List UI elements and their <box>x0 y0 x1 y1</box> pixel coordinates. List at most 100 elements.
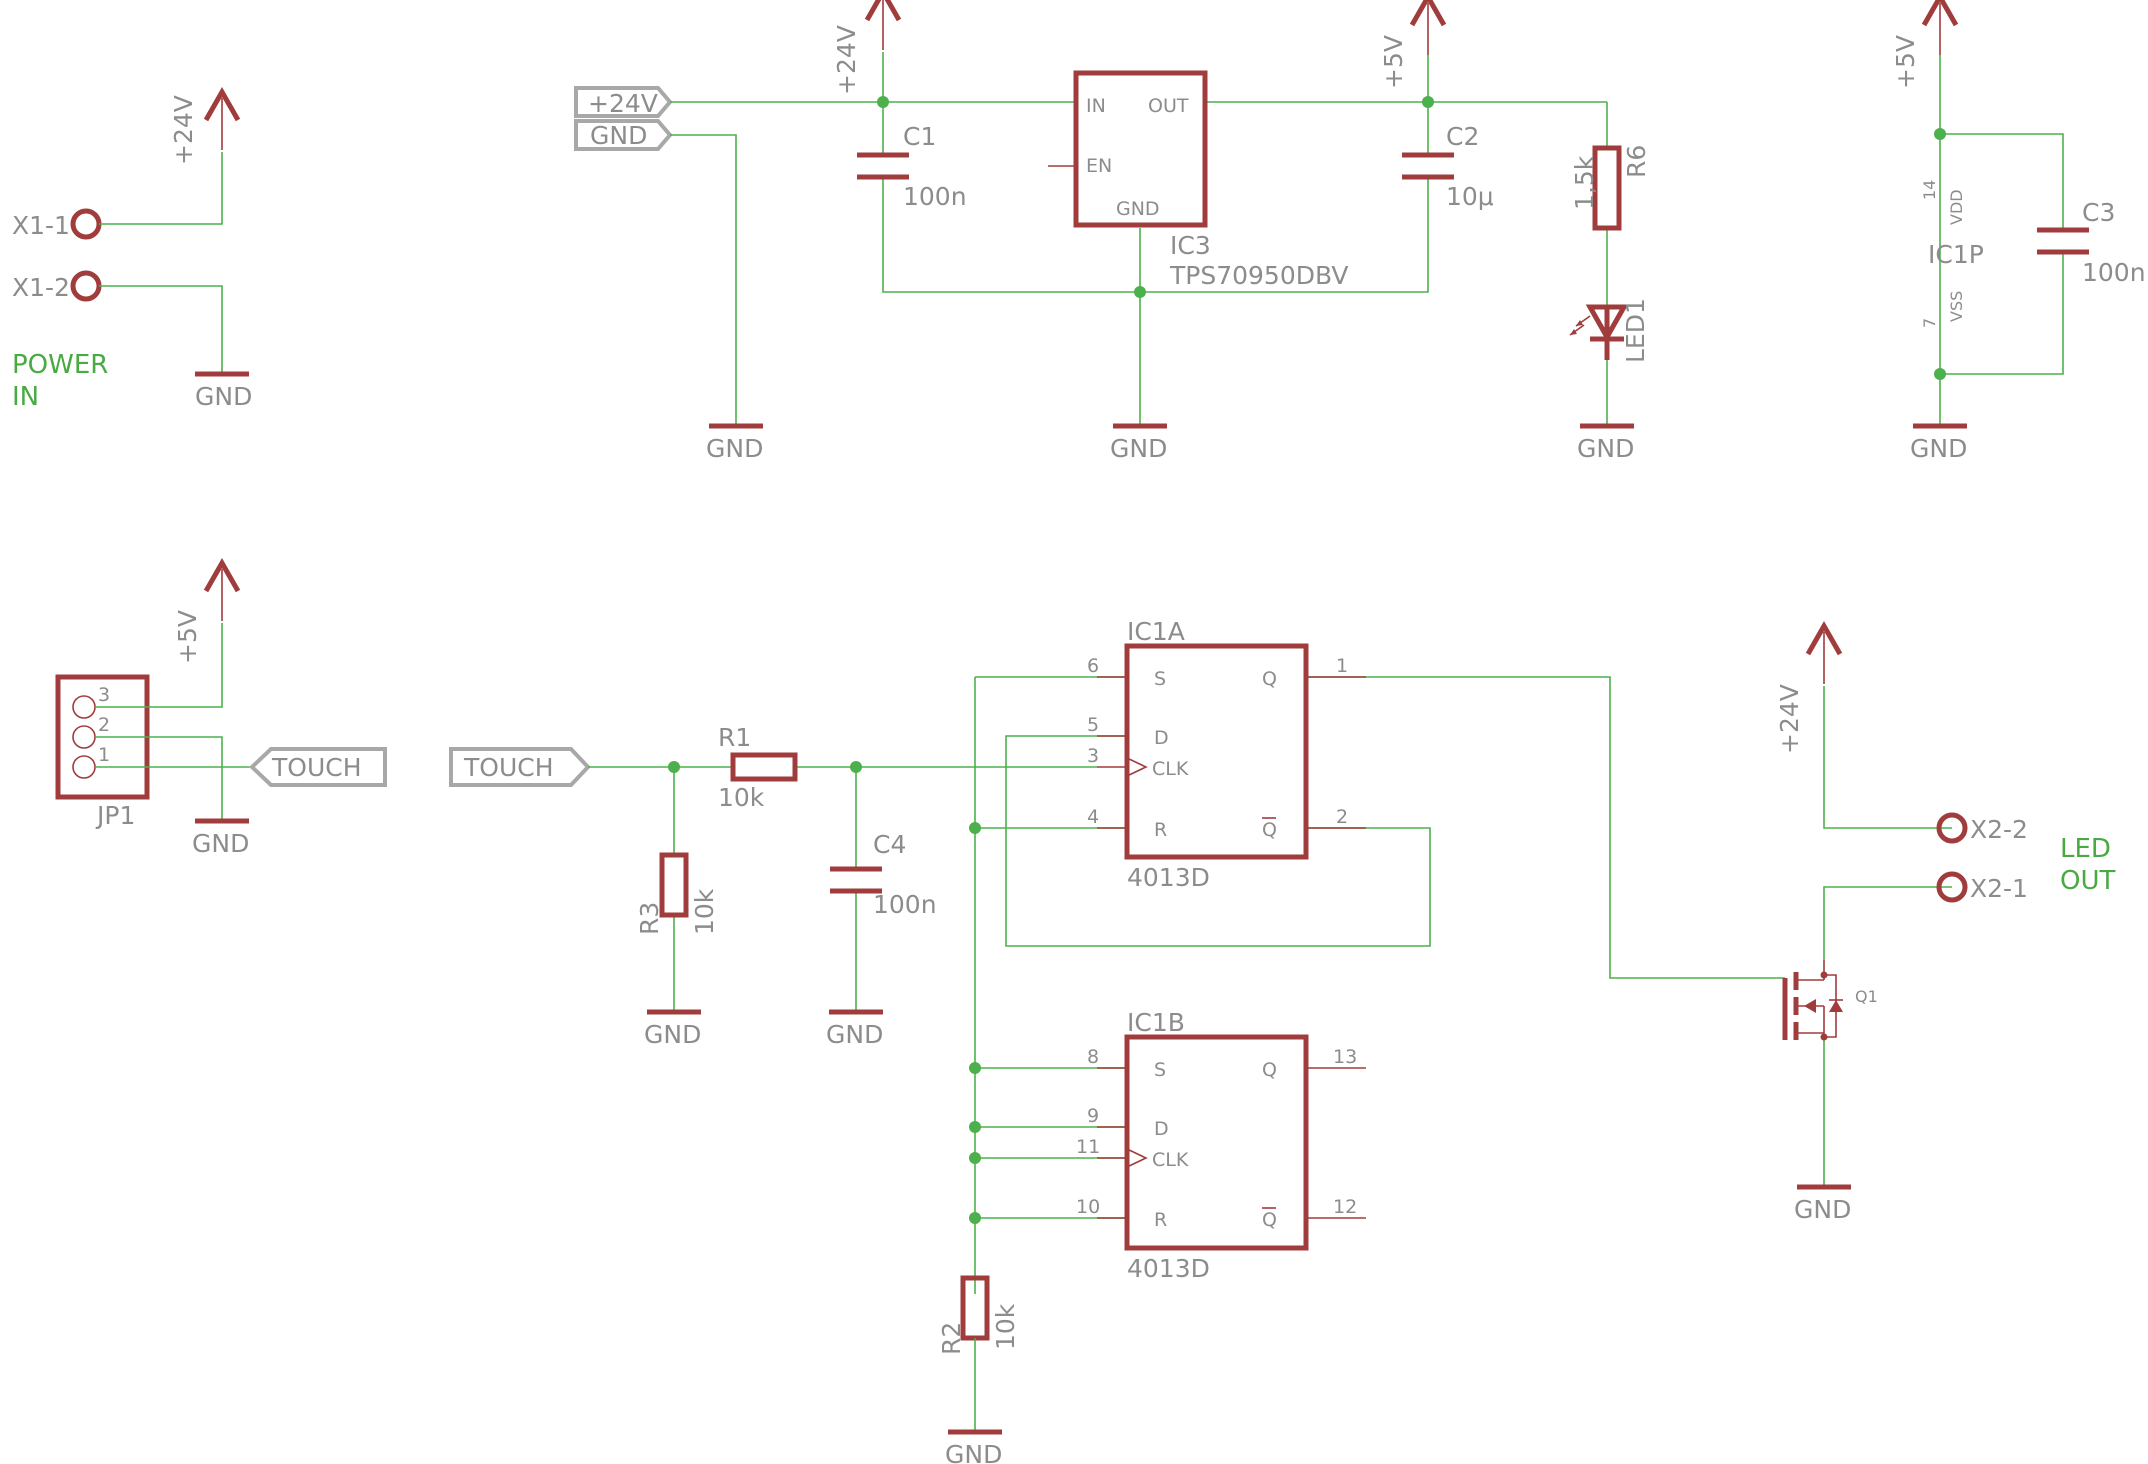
capacitor-c1[interactable]: C1 100n <box>857 122 967 211</box>
svg-text:GND: GND <box>706 434 763 463</box>
svg-text:+24V: +24V <box>588 89 658 118</box>
svg-text:VDD: VDD <box>1947 189 1966 225</box>
svg-text:2: 2 <box>98 714 110 736</box>
svg-text:GND: GND <box>826 1020 883 1049</box>
svg-text:2: 2 <box>1336 806 1348 828</box>
svg-text:TOUCH: TOUCH <box>463 753 554 782</box>
svg-text:EN: EN <box>1086 155 1112 177</box>
svg-text:GND: GND <box>1794 1195 1851 1224</box>
svg-text:4013D: 4013D <box>1127 863 1210 892</box>
svg-text:3: 3 <box>98 684 110 706</box>
svg-text:VSS: VSS <box>1947 291 1966 322</box>
net-label-touch-right[interactable]: TOUCH <box>449 747 591 787</box>
svg-text:GND: GND <box>192 829 249 858</box>
flipflop-ic1a[interactable]: 6 5 3 4 1 2 S D CLK R Q Q IC1A 4013D <box>1087 617 1366 892</box>
svg-text:Q: Q <box>1262 819 1277 841</box>
svg-text:10k: 10k <box>718 783 765 812</box>
svg-text:R2: R2 <box>937 1322 966 1355</box>
ground-symbol: GND <box>1577 426 1634 463</box>
svg-text:+5V: +5V <box>173 610 202 664</box>
svg-text:CLK: CLK <box>1152 1149 1189 1171</box>
header-jp1[interactable]: 3 2 1 JP1 <box>55 674 150 830</box>
supply-5v-symbol: +5V <box>173 563 238 664</box>
flipflop-section: TOUCH R1 10k R3 10k C4 100n GND GND <box>449 617 1785 1464</box>
svg-text:S: S <box>1154 668 1166 690</box>
svg-text:GND: GND <box>644 1020 701 1049</box>
x1-1-label: X1-1 <box>12 211 70 240</box>
connector-x2-1[interactable]: X2-1 <box>1936 871 2028 903</box>
ground-symbol: GND <box>706 426 763 463</box>
supply-24v-symbol: +24V <box>832 0 899 95</box>
svg-text:13: 13 <box>1333 1046 1357 1068</box>
net-label-24v[interactable]: +24V <box>574 86 673 118</box>
svg-text:C1: C1 <box>903 122 936 151</box>
svg-text:TOUCH: TOUCH <box>271 753 362 782</box>
touch-header-section: 3 2 1 JP1 +5V GND TOUCH <box>55 563 387 858</box>
svg-text:S: S <box>1154 1059 1166 1081</box>
led-out-note: LED <box>2060 834 2111 864</box>
svg-text:IC3: IC3 <box>1170 231 1211 260</box>
svg-text:GND: GND <box>1116 198 1160 220</box>
capacitor-c3[interactable]: C3 100n <box>2037 198 2146 287</box>
svg-text:D: D <box>1154 727 1169 749</box>
svg-text:CLK: CLK <box>1152 758 1189 780</box>
svg-text:IC1P: IC1P <box>1928 240 1984 269</box>
svg-text:JP1: JP1 <box>95 801 135 830</box>
svg-text:6: 6 <box>1087 655 1099 677</box>
ground-symbol: GND <box>195 374 252 411</box>
capacitor-c2[interactable]: C2 10μ <box>1402 122 1494 211</box>
power-in-section: X1-1 X1-2 +24V GND POWER IN <box>12 92 252 412</box>
svg-text:OUT: OUT <box>1148 95 1189 117</box>
svg-text:LED1: LED1 <box>1621 298 1650 363</box>
ground-symbol: GND <box>945 1432 1002 1464</box>
svg-text:12: 12 <box>1333 1196 1357 1218</box>
regulator-section: +24V GND +24V +5V C1 100n IN OUT EN GND … <box>574 0 1651 463</box>
regulator-ic3[interactable]: IN OUT EN GND IC3 TPS70950DBV <box>1048 70 1348 290</box>
resistor-r6[interactable]: 1,5k R6 <box>1570 145 1651 231</box>
svg-text:4013D: 4013D <box>1127 1254 1210 1283</box>
svg-text:100n: 100n <box>903 182 967 211</box>
connector-x2-2[interactable]: X2-2 <box>1936 812 2028 844</box>
led-out-note-2: OUT <box>2060 866 2115 896</box>
svg-text:GND: GND <box>945 1440 1002 1464</box>
led1[interactable]: LED1 <box>1569 298 1650 363</box>
svg-text:4: 4 <box>1087 806 1099 828</box>
svg-text:100n: 100n <box>2082 258 2146 287</box>
ic1p-power-pins[interactable]: 14 VDD IC1P 7 VSS <box>1920 180 1984 328</box>
svg-text:GND: GND <box>1910 434 1967 463</box>
resistor-r3[interactable]: R3 10k <box>635 852 719 935</box>
svg-text:C2: C2 <box>1446 122 1479 151</box>
svg-text:GND: GND <box>1110 434 1167 463</box>
svg-text:11: 11 <box>1076 1136 1100 1158</box>
svg-text:9: 9 <box>1087 1105 1099 1127</box>
svg-text:Q1: Q1 <box>1855 987 1878 1006</box>
x1-2-label: X1-2 <box>12 273 70 302</box>
resistor-r1[interactable]: R1 10k <box>718 723 798 812</box>
svg-text:1,5k: 1,5k <box>1570 155 1599 210</box>
svg-text:IC1A: IC1A <box>1127 617 1185 646</box>
capacitor-c4[interactable]: C4 100n <box>830 830 937 919</box>
svg-text:5: 5 <box>1087 714 1099 736</box>
ground-symbol: GND <box>644 1012 701 1049</box>
flipflop-ic1b[interactable]: 8 9 11 10 13 12 S D CLK R Q Q IC1B 4013D <box>1076 1008 1366 1283</box>
net-label-touch-left[interactable]: TOUCH <box>249 747 387 787</box>
svg-text:GND: GND <box>195 382 252 411</box>
svg-text:10: 10 <box>1076 1196 1100 1218</box>
net-label-gnd[interactable]: GND <box>574 119 673 151</box>
svg-text:C4: C4 <box>873 830 906 859</box>
supply-5v-symbol: +5V <box>1379 0 1444 89</box>
resistor-r2[interactable]: R2 10k <box>937 1275 1020 1355</box>
svg-text:D: D <box>1154 1118 1169 1140</box>
mosfet-q1[interactable]: Q1 <box>1782 960 1878 1041</box>
svg-text:3: 3 <box>1087 745 1099 767</box>
svg-text:7: 7 <box>1920 318 1939 328</box>
connector-x1-2[interactable]: X1-2 <box>12 270 102 302</box>
connector-x1-1[interactable]: X1-1 <box>12 208 102 240</box>
supply-5v-symbol: +5V <box>1891 0 1956 89</box>
svg-text:Q: Q <box>1262 1059 1277 1081</box>
led-output-section: +24V X2-2 X2-1 LED OUT Q1 GND <box>1775 626 2115 1224</box>
svg-text:C3: C3 <box>2082 198 2115 227</box>
power-in-note: POWER <box>12 350 108 380</box>
ground-symbol: GND <box>826 1012 883 1049</box>
svg-text:Q: Q <box>1262 1209 1277 1231</box>
